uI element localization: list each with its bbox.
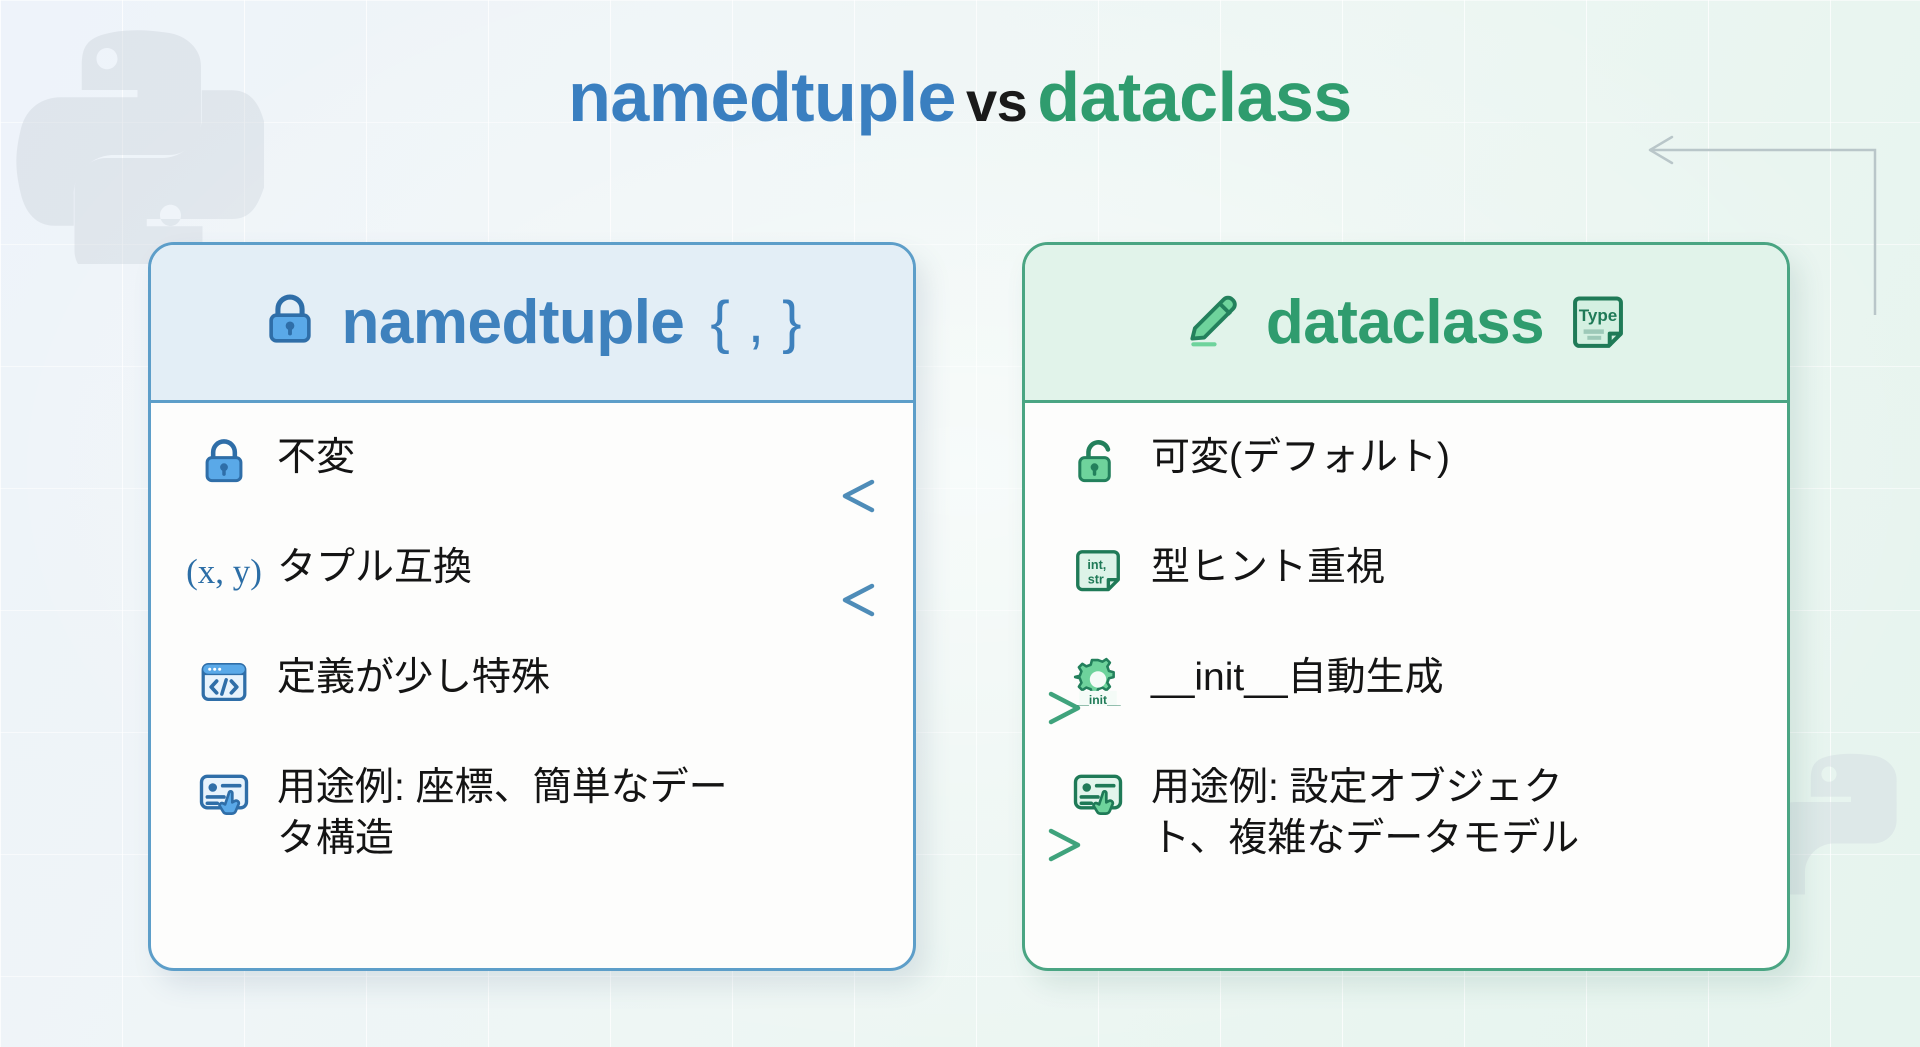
list-item: 不変 bbox=[195, 429, 885, 515]
list-item-label: 用途例: 設定オブジェクト、複雑なデータモデル bbox=[1151, 766, 1580, 860]
list-item: 用途例: 設定オブジェクト、複雑なデータモデル bbox=[1069, 759, 1759, 864]
svg-text:__init__: __init__ bbox=[1074, 693, 1120, 707]
list-item: 可変(デフォルト) bbox=[1069, 429, 1759, 515]
namedtuple-card: namedtuple { , } 不変 (x, y) タプル bbox=[148, 242, 916, 971]
list-item-label: タプル互換 bbox=[277, 546, 473, 589]
namedtuple-card-title: namedtuple bbox=[341, 288, 685, 357]
type-hint-icon: int, str bbox=[1069, 543, 1127, 601]
card-cursor-icon bbox=[195, 763, 253, 821]
list-item: __init__ __init__自動生成 bbox=[1069, 649, 1759, 735]
list-item: 定義が少し特殊 bbox=[195, 649, 885, 735]
list-item: 用途例: 座標、簡単なデータ構造 bbox=[195, 759, 885, 864]
svg-text:int,: int, bbox=[1087, 558, 1106, 572]
dataclass-feature-list: 可変(デフォルト) int, str 型ヒント重視 bbox=[1025, 403, 1787, 864]
closed-lock-icon bbox=[261, 291, 319, 354]
gear-init-icon: __init__ bbox=[1069, 653, 1127, 711]
title-dataclass: dataclass bbox=[1037, 58, 1352, 136]
python-logo-watermark bbox=[14, 14, 270, 289]
list-item-label: __init__自動生成 bbox=[1151, 656, 1444, 699]
svg-text:Type: Type bbox=[1579, 306, 1618, 325]
list-item: int, str 型ヒント重視 bbox=[1069, 539, 1759, 625]
closed-lock-icon bbox=[195, 433, 253, 491]
dataclass-card-header: dataclass Type bbox=[1025, 245, 1787, 403]
code-window-icon bbox=[195, 653, 253, 711]
namedtuple-feature-list: 不変 (x, y) タプル互換 bbox=[151, 403, 913, 864]
list-item-label: 定義が少し特殊 bbox=[277, 656, 551, 699]
namedtuple-card-header: namedtuple { , } bbox=[151, 245, 913, 403]
title-vs: vs bbox=[965, 70, 1028, 133]
list-item: (x, y) タプル互換 bbox=[186, 539, 885, 625]
open-lock-icon bbox=[1069, 433, 1127, 491]
list-item-label: 不変 bbox=[277, 436, 356, 479]
braces-label: { , } bbox=[710, 290, 803, 355]
list-item-label: 可変(デフォルト) bbox=[1151, 436, 1450, 479]
dataclass-card: dataclass Type bbox=[1022, 242, 1790, 971]
xy-tuple-icon: (x, y) bbox=[186, 552, 262, 591]
title-namedtuple: namedtuple bbox=[568, 58, 956, 136]
svg-text:str: str bbox=[1088, 573, 1104, 587]
list-item-label: 用途例: 座標、簡単なデータ構造 bbox=[277, 766, 728, 860]
pencil-icon bbox=[1182, 289, 1244, 356]
card-cursor-icon bbox=[1069, 763, 1127, 821]
list-item-label: 型ヒント重視 bbox=[1151, 546, 1386, 589]
dataclass-card-title: dataclass bbox=[1265, 288, 1545, 357]
type-note-icon: Type bbox=[1566, 291, 1630, 355]
